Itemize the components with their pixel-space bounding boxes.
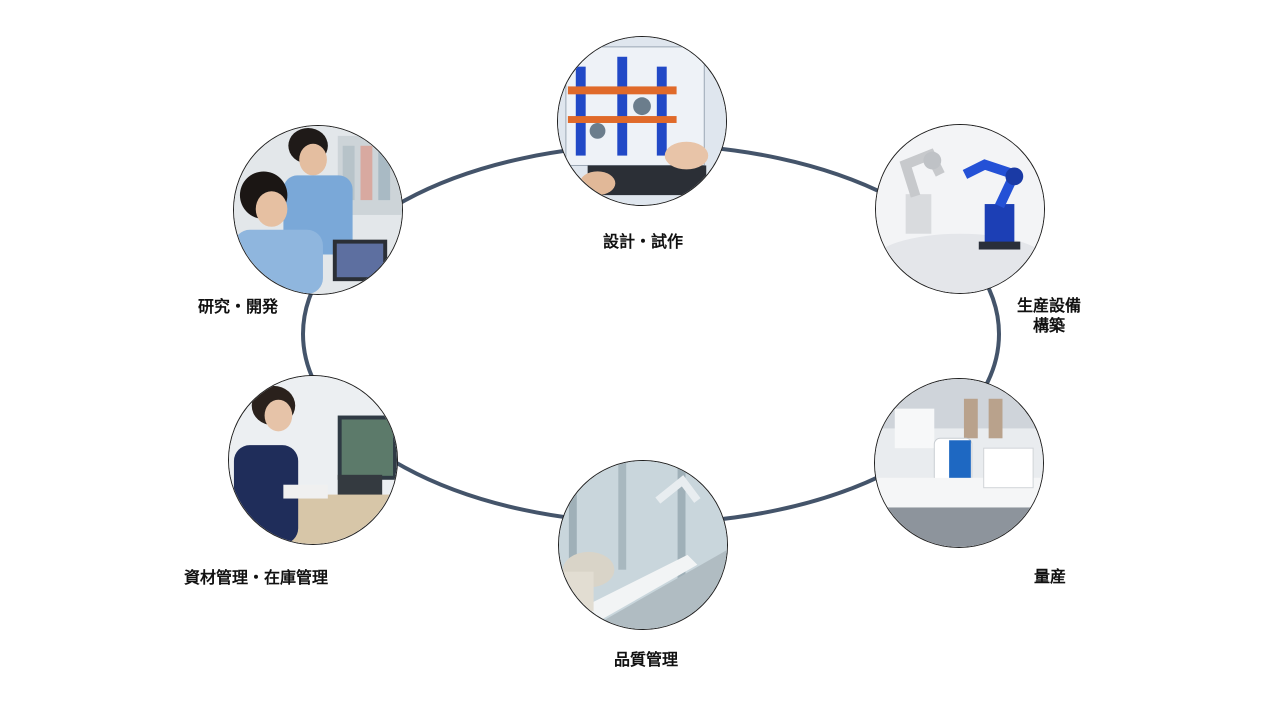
stage-label-line-2: 構築 <box>1032 316 1065 335</box>
design-photo <box>557 36 727 206</box>
stage-label-line-1: 生産設備 <box>1016 296 1081 315</box>
materials-inventory-photo <box>228 375 398 545</box>
mass-production-photo <box>874 378 1044 548</box>
stage-label-mass-production: 量産 <box>1033 567 1066 586</box>
rnd-photo <box>233 125 403 295</box>
production-equipment-photo <box>875 124 1045 294</box>
stage-label-rnd: 研究・開発 <box>197 297 278 316</box>
stage-label-design: 設計・試作 <box>602 232 683 251</box>
stage-label-materials-inventory: 資材管理・在庫管理 <box>183 568 328 587</box>
stage-label-quality: 品質管理 <box>613 650 678 669</box>
quality-photo <box>558 460 728 630</box>
stage-label-production-equipment: 生産設備 構築 <box>1009 296 1089 336</box>
